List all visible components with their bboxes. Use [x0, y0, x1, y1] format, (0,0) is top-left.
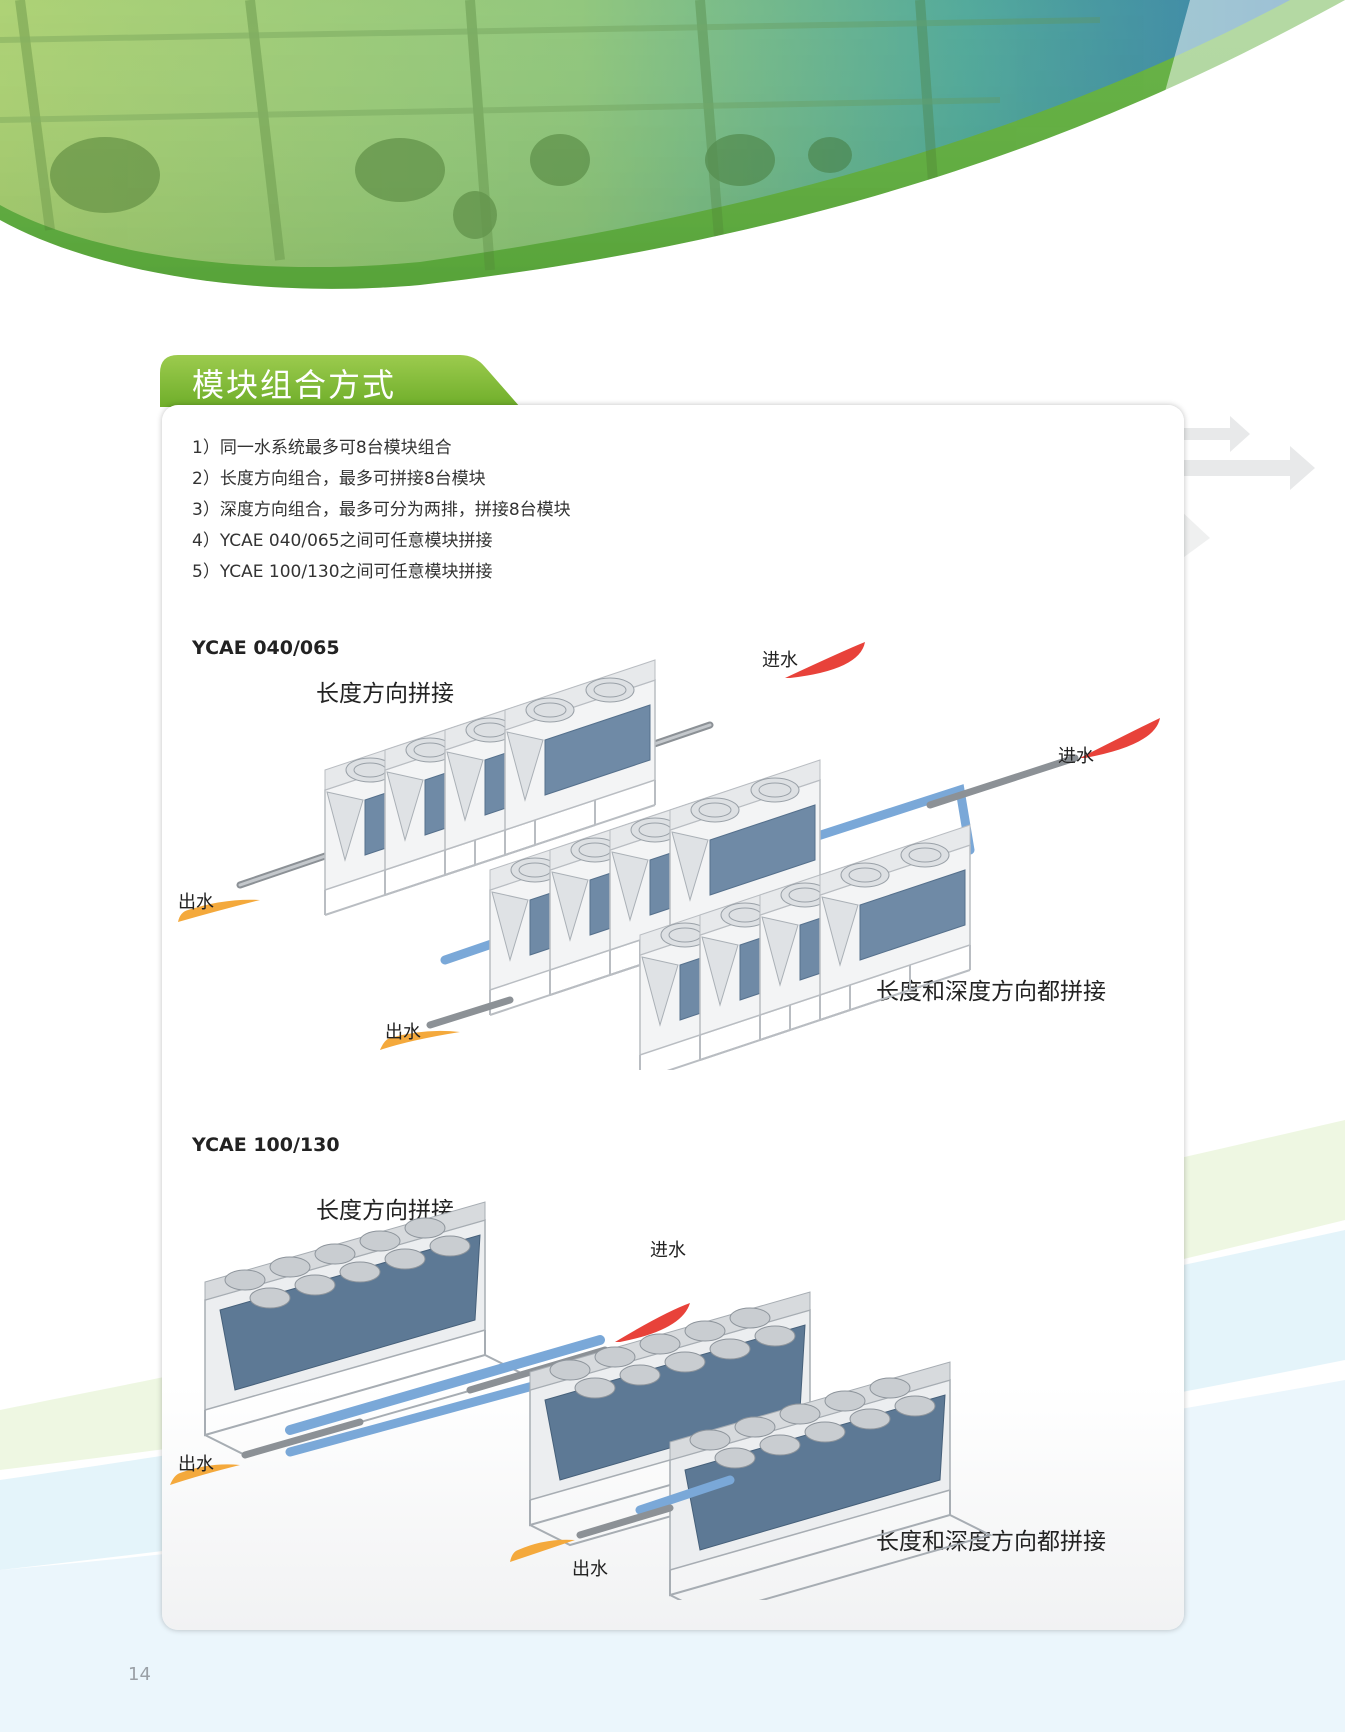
page-number: 14 — [128, 1664, 151, 1685]
length-depth-splice-label: 长度和深度方向都拼接 — [876, 979, 1106, 1005]
header-banner — [0, 0, 1345, 289]
decorative-arrows — [1180, 416, 1315, 560]
outlet-arrow — [510, 1539, 575, 1562]
inlet-arrow — [785, 642, 865, 678]
note-item: 2）长度方向组合，最多可拼接8台模块 — [192, 469, 486, 489]
note-item: 1）同一水系统最多可8台模块组合 — [192, 438, 452, 458]
outlet-label: 出水 — [178, 1454, 214, 1475]
outlet-arrow — [170, 1464, 240, 1485]
model-label-100-130: YCAE 100/130 — [192, 1134, 340, 1156]
note-item: 4）YCAE 040/065之间可任意模块拼接 — [192, 531, 493, 551]
inlet-arrow — [615, 1303, 690, 1342]
note-item: 3）深度方向组合，最多可分为两排，拼接8台模块 — [192, 500, 571, 520]
ycae-040-065-diagram — [178, 642, 1160, 1070]
notes-list: 1）同一水系统最多可8台模块组合 2）长度方向组合，最多可拼接8台模块 3）深度… — [192, 433, 571, 588]
section-title: 模块组合方式 — [192, 366, 397, 404]
section-title-tab — [160, 355, 520, 407]
outlet-label: 出水 — [385, 1022, 421, 1043]
inlet-label: 进水 — [762, 650, 798, 671]
length-depth-splice-label: 长度和深度方向都拼接 — [876, 1529, 1106, 1555]
model-label-040-065: YCAE 040/065 — [192, 637, 340, 659]
note-item: 5）YCAE 100/130之间可任意模块拼接 — [192, 562, 493, 582]
outlet-arrow — [380, 1030, 460, 1050]
inlet-label: 进水 — [1058, 746, 1094, 767]
inlet-arrow — [1080, 718, 1160, 758]
outlet-label: 出水 — [572, 1559, 608, 1580]
length-splice-label: 长度方向拼接 — [316, 681, 454, 707]
inlet-label: 进水 — [650, 1240, 686, 1261]
outlet-arrow — [178, 899, 260, 922]
ycae-100-130-diagram — [170, 1201, 991, 1600]
outlet-label: 出水 — [178, 892, 214, 913]
